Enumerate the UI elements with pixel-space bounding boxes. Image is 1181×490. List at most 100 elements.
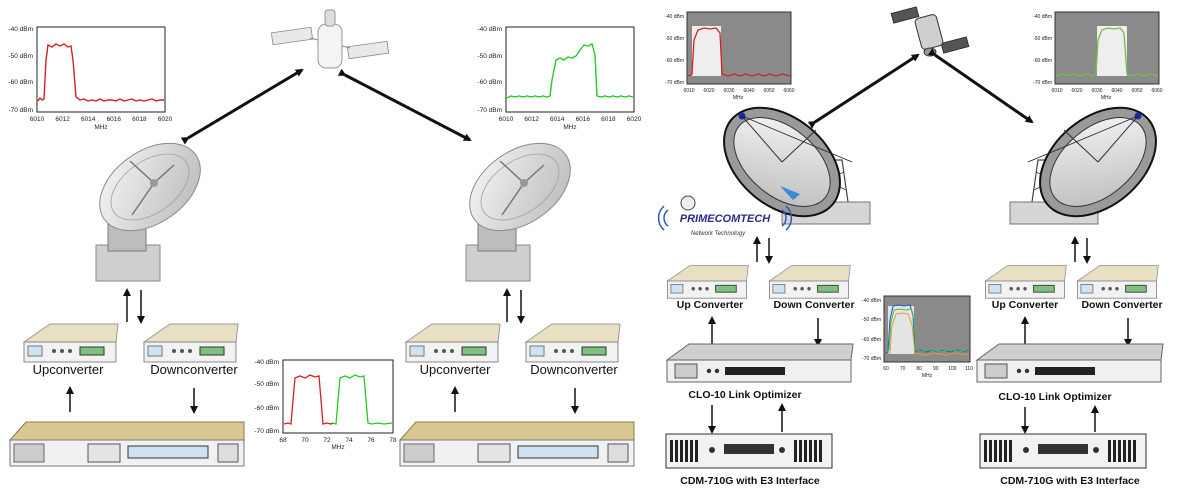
- link-optimizer-icon: [666, 343, 854, 383]
- if-trace-green: [332, 374, 393, 425]
- y-tick: -40 dBm: [8, 26, 33, 33]
- x-tick: 6020: [627, 116, 642, 123]
- x-tick: 72: [323, 437, 331, 444]
- x-tick: 68: [279, 437, 287, 444]
- down-converter-unit-icon: [1077, 265, 1159, 299]
- optimizer-label: CLO-10 Link Optimizer: [998, 391, 1111, 403]
- x-tick: 6018: [601, 116, 616, 123]
- downconverter-label: Downconverter: [530, 362, 618, 377]
- x-tick: 70: [301, 437, 309, 444]
- y-tick: -70 dBm: [862, 356, 881, 362]
- x-tick: 6012: [55, 116, 70, 123]
- up-converter-unit-icon: [667, 265, 749, 299]
- spectrum-plot-if-optimized: -40 dBm -50 dBm -60 dBm -70 dBm 60 70 80…: [862, 295, 973, 379]
- x-tick: 6014: [81, 116, 96, 123]
- if-trace-orange: [884, 312, 970, 356]
- downlink-arrow: [927, 48, 1034, 124]
- x-tick: 6020: [158, 116, 173, 123]
- satellite-icon: [890, 6, 970, 57]
- y-tick: -60 dBm: [254, 405, 279, 412]
- spectrum-plot-if: -40 dBm -50 dBm -60 dBm -70 dBm 68 70 72…: [254, 359, 397, 451]
- earth-station-dish-icon: [452, 135, 580, 282]
- x-tick: 90: [933, 366, 939, 372]
- x-unit: MHz: [922, 373, 933, 379]
- satellite-modem-icon: [9, 421, 245, 467]
- x-tick: 6040: [1111, 88, 1122, 94]
- x-tick: 6040: [743, 88, 754, 94]
- x-tick: 100: [948, 366, 957, 372]
- y-tick: -50 dBm: [254, 381, 279, 388]
- y-tick: -60 dBm: [8, 79, 33, 86]
- brand-tagline: Network Technology: [691, 231, 746, 237]
- x-tick: 6016: [576, 116, 591, 123]
- if-trace-red: [283, 374, 334, 425]
- cdm-modem-icon: [979, 433, 1147, 469]
- x-tick: 6030: [1091, 88, 1102, 94]
- x-unit: MHz: [94, 124, 107, 131]
- y-tick: -60 dBm: [1033, 58, 1052, 64]
- x-tick: 6016: [107, 116, 122, 123]
- x-tick: 6010: [683, 88, 694, 94]
- x-tick: 6010: [1051, 88, 1062, 94]
- downlink-arrow: [337, 68, 472, 142]
- x-tick: 76: [367, 437, 375, 444]
- downconverter-unit-icon: [525, 323, 621, 363]
- upconverter-label: Upconverter: [420, 362, 491, 377]
- up-converter-label: Up Converter: [992, 299, 1059, 311]
- modem-label: CDM-710G with E3 Interface: [1000, 475, 1140, 487]
- signal-beam-icon: [780, 186, 800, 200]
- uplink-arrow: [180, 68, 304, 145]
- x-unit: MHz: [331, 444, 344, 451]
- y-tick: -70 dBm: [8, 107, 33, 114]
- x-tick: 6060: [783, 88, 794, 94]
- x-tick: 6012: [524, 116, 539, 123]
- y-tick: -60 dBm: [477, 79, 502, 86]
- y-tick: -40 dBm: [254, 359, 279, 366]
- x-tick: 110: [965, 366, 973, 372]
- link-optimizer-icon: [976, 343, 1164, 383]
- spectrum-plot-uplink: -40 dBm -50 dBm -60 dBm -70 dBm 6010 601…: [8, 26, 172, 131]
- x-unit: MHz: [733, 95, 744, 101]
- downconverter-label: Downconverter: [150, 362, 238, 377]
- earth-station-dish-icon: [1009, 102, 1168, 232]
- if-trace-green: [884, 308, 970, 353]
- y-tick: -50 dBm: [1033, 36, 1052, 42]
- upconverter-unit-icon: [405, 323, 501, 363]
- up-converter-label: Up Converter: [677, 299, 744, 311]
- x-tick: 6030: [723, 88, 734, 94]
- rx-trace: [1055, 27, 1159, 77]
- down-converter-unit-icon: [769, 265, 851, 299]
- x-tick: 6014: [550, 116, 565, 123]
- x-tick: 6018: [132, 116, 147, 123]
- y-tick: -50 dBm: [665, 36, 684, 42]
- spectrum-plot-rx: -40 dBm -50 dBm -60 dBm -70 dBm 6010 602…: [1033, 11, 1163, 101]
- downlink-trace: [506, 42, 634, 99]
- down-converter-label: Down Converter: [1081, 299, 1162, 311]
- x-unit: MHz: [563, 124, 576, 131]
- y-tick: -50 dBm: [477, 53, 502, 60]
- x-tick: 6050: [763, 88, 774, 94]
- y-tick: -70 dBm: [665, 80, 684, 86]
- spectrum-plot-tx: -40 dBm -50 dBm -60 dBm -70 dBm 6010 602…: [665, 11, 795, 101]
- satellite-icon: [270, 9, 390, 69]
- y-tick: -60 dBm: [665, 58, 684, 64]
- x-tick: 6020: [1071, 88, 1082, 94]
- up-converter-unit-icon: [985, 265, 1067, 299]
- x-tick: 70: [900, 366, 906, 372]
- down-converter-label: Down Converter: [773, 299, 854, 311]
- x-tick: 6010: [30, 116, 45, 123]
- y-tick: -70 dBm: [477, 107, 502, 114]
- satellite-modem-icon: [399, 421, 635, 467]
- x-unit: MHz: [1101, 95, 1112, 101]
- x-tick: 6010: [499, 116, 514, 123]
- tx-trace: [687, 27, 791, 77]
- upconverter-label: Upconverter: [33, 362, 104, 377]
- y-tick: -40 dBm: [665, 14, 684, 20]
- upconverter-unit-icon: [23, 323, 119, 363]
- y-tick: -60 dBm: [862, 337, 881, 343]
- brand-name: PRIMECOMTECH: [680, 213, 772, 225]
- x-tick: 80: [916, 366, 922, 372]
- x-tick: 6050: [1131, 88, 1142, 94]
